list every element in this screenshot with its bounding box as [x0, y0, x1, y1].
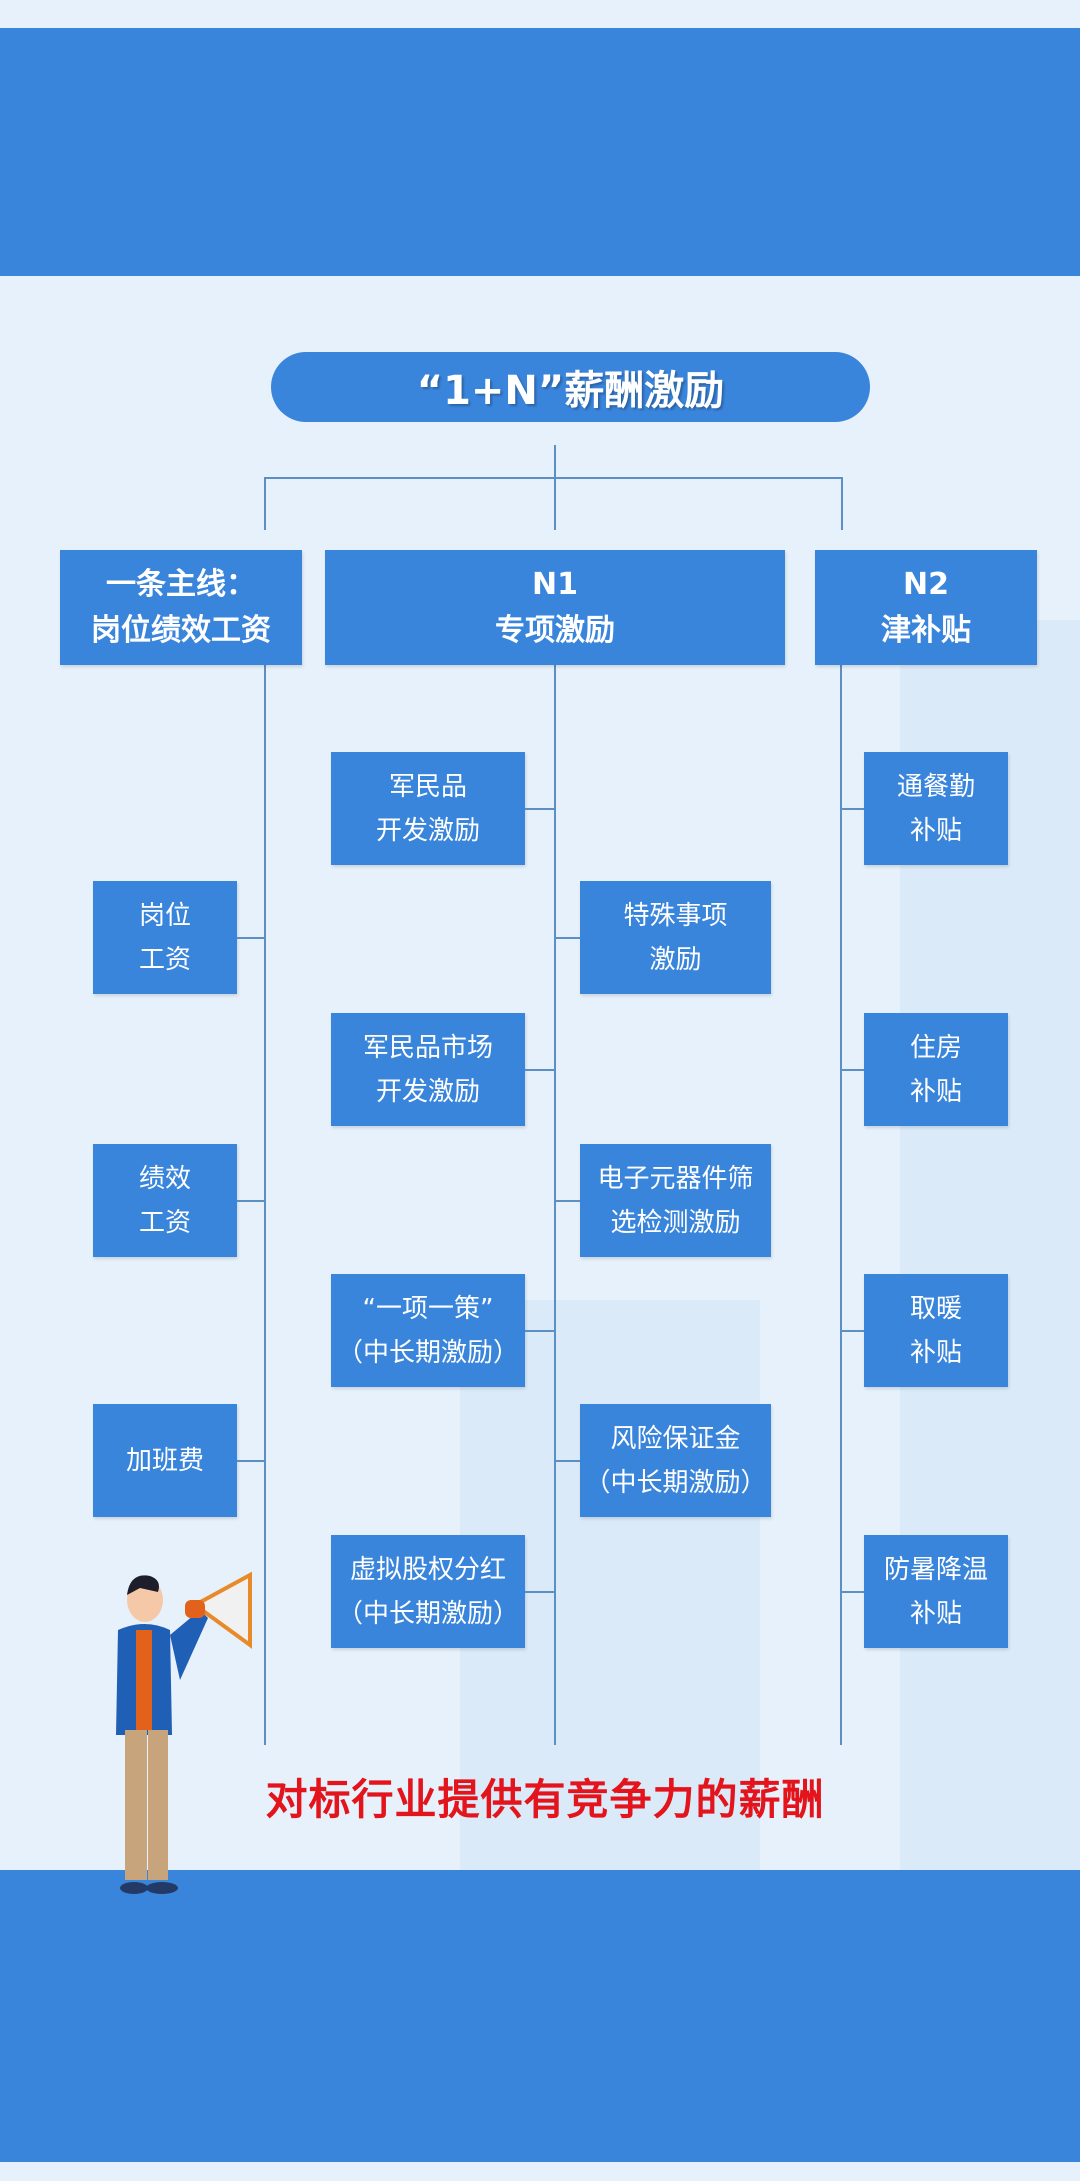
- box-label: （中长期激励）: [336, 1337, 519, 1368]
- connector-line: [264, 477, 266, 530]
- connector-line: [237, 937, 265, 939]
- salary-item: 加班费: [93, 1404, 237, 1517]
- box-label: 津补贴: [881, 612, 971, 648]
- box-label: （中长期激励）: [336, 1598, 519, 1629]
- column-header-1: 一条主线： 岗位绩效工资: [60, 550, 302, 665]
- box-label: 开发激励: [375, 815, 480, 846]
- connector-line: [237, 1200, 265, 1202]
- box-label: （中长期激励）: [584, 1467, 767, 1498]
- allowance-item: 取暖补贴: [864, 1274, 1008, 1387]
- connector-line: [555, 937, 580, 939]
- connector-line: [840, 665, 842, 1745]
- slogan: 对标行业提供有竞争力的薪酬: [265, 1775, 825, 1824]
- incentive-item: 特殊事项激励: [580, 881, 771, 994]
- box-label: 工资: [138, 1207, 191, 1238]
- box-label: 补贴: [909, 815, 962, 846]
- box-label: 特殊事项: [623, 900, 728, 931]
- box-label: “一项一策”: [362, 1293, 494, 1324]
- incentive-item: 虚拟股权分红 （中长期激励）: [331, 1535, 525, 1648]
- person-megaphone-illustration: [116, 1571, 252, 1894]
- box-label: 军民品市场: [362, 1032, 493, 1063]
- connector-line: [840, 1591, 864, 1593]
- box-label: 住房: [909, 1032, 962, 1063]
- box-label: 风险保证金: [610, 1423, 741, 1454]
- box-label: 开发激励: [375, 1076, 480, 1107]
- box-label: 一条主线：: [106, 566, 256, 602]
- box-label: 防暑降温: [883, 1554, 988, 1585]
- box-label: N2: [903, 566, 949, 602]
- box-label: 岗位: [138, 900, 191, 931]
- bottom-banner: [0, 1870, 1080, 2162]
- connector-line: [525, 1069, 555, 1071]
- column-header-2: N1 专项激励: [325, 550, 785, 665]
- connector-line: [840, 1069, 864, 1071]
- box-label: 选检测激励: [610, 1207, 741, 1238]
- incentive-item: 电子元器件筛选检测激励: [580, 1144, 771, 1257]
- allowance-item: 防暑降温补贴: [864, 1535, 1008, 1648]
- top-banner: [0, 28, 1080, 276]
- box-label: 补贴: [909, 1076, 962, 1107]
- box-label: 激励: [649, 944, 702, 975]
- box-label: 专项激励: [495, 612, 615, 648]
- incentive-item: 风险保证金 （中长期激励）: [580, 1404, 771, 1517]
- box-label: N1: [532, 566, 578, 602]
- box-label: 加班费: [125, 1445, 204, 1476]
- connector-line: [264, 665, 266, 1745]
- connector-line: [840, 1330, 864, 1332]
- connector-line: [554, 665, 556, 1745]
- box-label: 通餐勤: [896, 771, 975, 802]
- page-title: “1+N”薪酬激励: [271, 352, 870, 422]
- connector-line: [555, 1200, 580, 1202]
- connector-line: [525, 1330, 555, 1332]
- connector-line: [264, 477, 843, 479]
- allowance-item: 住房补贴: [864, 1013, 1008, 1126]
- incentive-item: 军民品开发激励: [331, 752, 525, 865]
- box-label: 虚拟股权分红: [349, 1554, 506, 1585]
- box-label: 岗位绩效工资: [91, 612, 271, 648]
- box-label: 绩效: [138, 1163, 191, 1194]
- box-label: 取暖: [909, 1293, 962, 1324]
- box-label: 工资: [138, 944, 191, 975]
- connector-line: [554, 477, 556, 530]
- connector-line: [555, 1460, 580, 1462]
- connector-line: [237, 1460, 265, 1462]
- box-label: 军民品: [388, 771, 467, 802]
- box-label: 补贴: [909, 1598, 962, 1629]
- salary-item: 岗位工资: [93, 881, 237, 994]
- connector-line: [525, 1591, 555, 1593]
- box-label: 补贴: [909, 1337, 962, 1368]
- connector-line: [841, 477, 843, 530]
- incentive-item: 军民品市场开发激励: [331, 1013, 525, 1126]
- connector-line: [525, 808, 555, 810]
- connector-line: [840, 808, 864, 810]
- column-header-3: N2 津补贴: [815, 550, 1037, 665]
- allowance-item: 通餐勤补贴: [864, 752, 1008, 865]
- incentive-item: “一项一策” （中长期激励）: [331, 1274, 525, 1387]
- salary-item: 绩效工资: [93, 1144, 237, 1257]
- box-label: 电子元器件筛: [597, 1163, 754, 1194]
